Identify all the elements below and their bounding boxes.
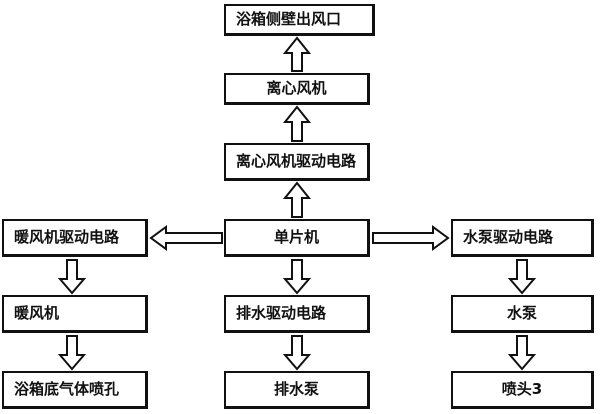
arrow-pump-to-nozzle3 [507, 335, 537, 371]
arrow-heater-driver-to-heater [57, 259, 87, 295]
node-heater: 暖风机 [2, 295, 148, 333]
arrow-heater-to-bottom-nozzle [57, 335, 87, 371]
node-drain-driver: 排水驱动电路 [224, 295, 370, 333]
node-mcu: 单片机 [224, 219, 370, 257]
node-bottom-nozzle: 浴箱底气体喷孔 [2, 371, 148, 409]
arrow-fan-to-outlet [282, 36, 312, 72]
node-heater-driver: 暖风机驱动电路 [2, 219, 148, 257]
node-nozzle3: 喷头3 [451, 371, 594, 409]
arrow-mcu-to-drain-driver [282, 259, 312, 295]
node-pump: 水泵 [451, 295, 594, 333]
arrow-mcu-to-pump-driver [372, 225, 450, 251]
node-fan: 离心风机 [224, 73, 370, 105]
node-outlet: 浴箱侧壁出风口 [224, 4, 375, 36]
node-pump-driver: 水泵驱动电路 [451, 219, 594, 257]
arrow-drain-driver-to-drain-pump [282, 335, 312, 371]
arrow-fan-driver-to-fan [282, 105, 312, 142]
arrow-pump-driver-to-pump [507, 259, 537, 295]
arrow-mcu-to-fan-driver [282, 181, 312, 218]
arrow-mcu-to-heater-driver [149, 225, 223, 251]
node-fan-driver: 离心风机驱动电路 [224, 143, 370, 181]
node-drain-pump: 排水泵 [224, 371, 370, 409]
